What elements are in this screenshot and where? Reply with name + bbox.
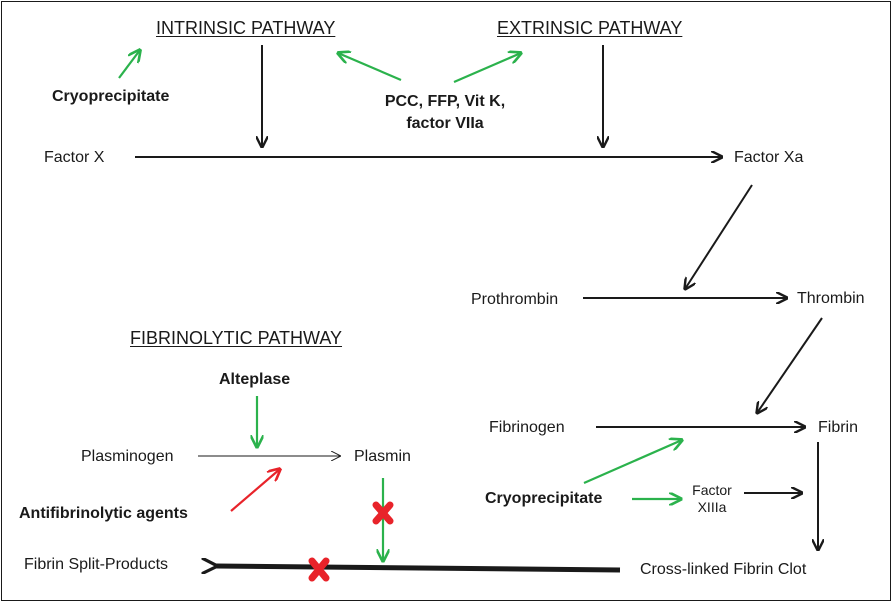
node-fibrin: Fibrin: [818, 419, 859, 436]
agent-pcc-ffp-vitk-line1: PCC, FFP, Vit K,: [384, 93, 506, 110]
heading-intrinsic-pathway: INTRINSIC PATHWAY: [156, 18, 336, 38]
agent-cryoprecipitate-bottom: Cryoprecipitate: [485, 490, 603, 507]
agent-antifibrinolytic: Antifibrinolytic agents: [19, 505, 188, 522]
node-factor-xiiia-line1: Factor: [692, 482, 732, 498]
arrow-pcc-to-extrinsic: [453, 53, 521, 84]
node-crosslinked-fibrin-clot: Cross-linked Fibrin Clot: [640, 561, 807, 578]
agent-alteplase: Alteplase: [219, 371, 291, 388]
arrow-antifibrinolytic-inhibit: [230, 469, 280, 512]
node-factor-xa: Factor Xa: [734, 149, 804, 166]
node-factor-x: Factor X: [44, 149, 105, 166]
agent-factor-viia-line2: factor VIIa: [406, 115, 484, 132]
arrow-xa-to-prothrombin-line: [685, 184, 753, 289]
node-plasminogen: Plasminogen: [81, 448, 174, 465]
node-fibrinogen: Fibrinogen: [489, 419, 565, 436]
heading-extrinsic-pathway: EXTRINSIC PATHWAY: [497, 18, 683, 38]
node-fibrin-split-products: Fibrin Split-Products: [24, 556, 169, 573]
arrow-cryo-to-fibrin: [583, 440, 682, 485]
node-plasmin: Plasmin: [354, 448, 411, 465]
block-x-split-products-icon: [308, 557, 330, 582]
arrow-thrombin-to-fibrinogen-line: [757, 317, 823, 413]
node-factor-xiiia-line2: XIIIa: [697, 499, 727, 515]
agent-cryoprecipitate-top: Cryoprecipitate: [52, 88, 170, 105]
heading-fibrinolytic-pathway: FIBRINOLYTIC PATHWAY: [130, 328, 343, 348]
arrow-clot-to-split-products: [216, 566, 621, 570]
node-prothrombin: Prothrombin: [471, 291, 559, 308]
block-x-plasmin-icon: [372, 501, 394, 525]
arrow-pcc-to-intrinsic: [338, 53, 402, 82]
node-thrombin: Thrombin: [797, 290, 865, 307]
arrow-cryo-to-intrinsic: [118, 50, 140, 79]
